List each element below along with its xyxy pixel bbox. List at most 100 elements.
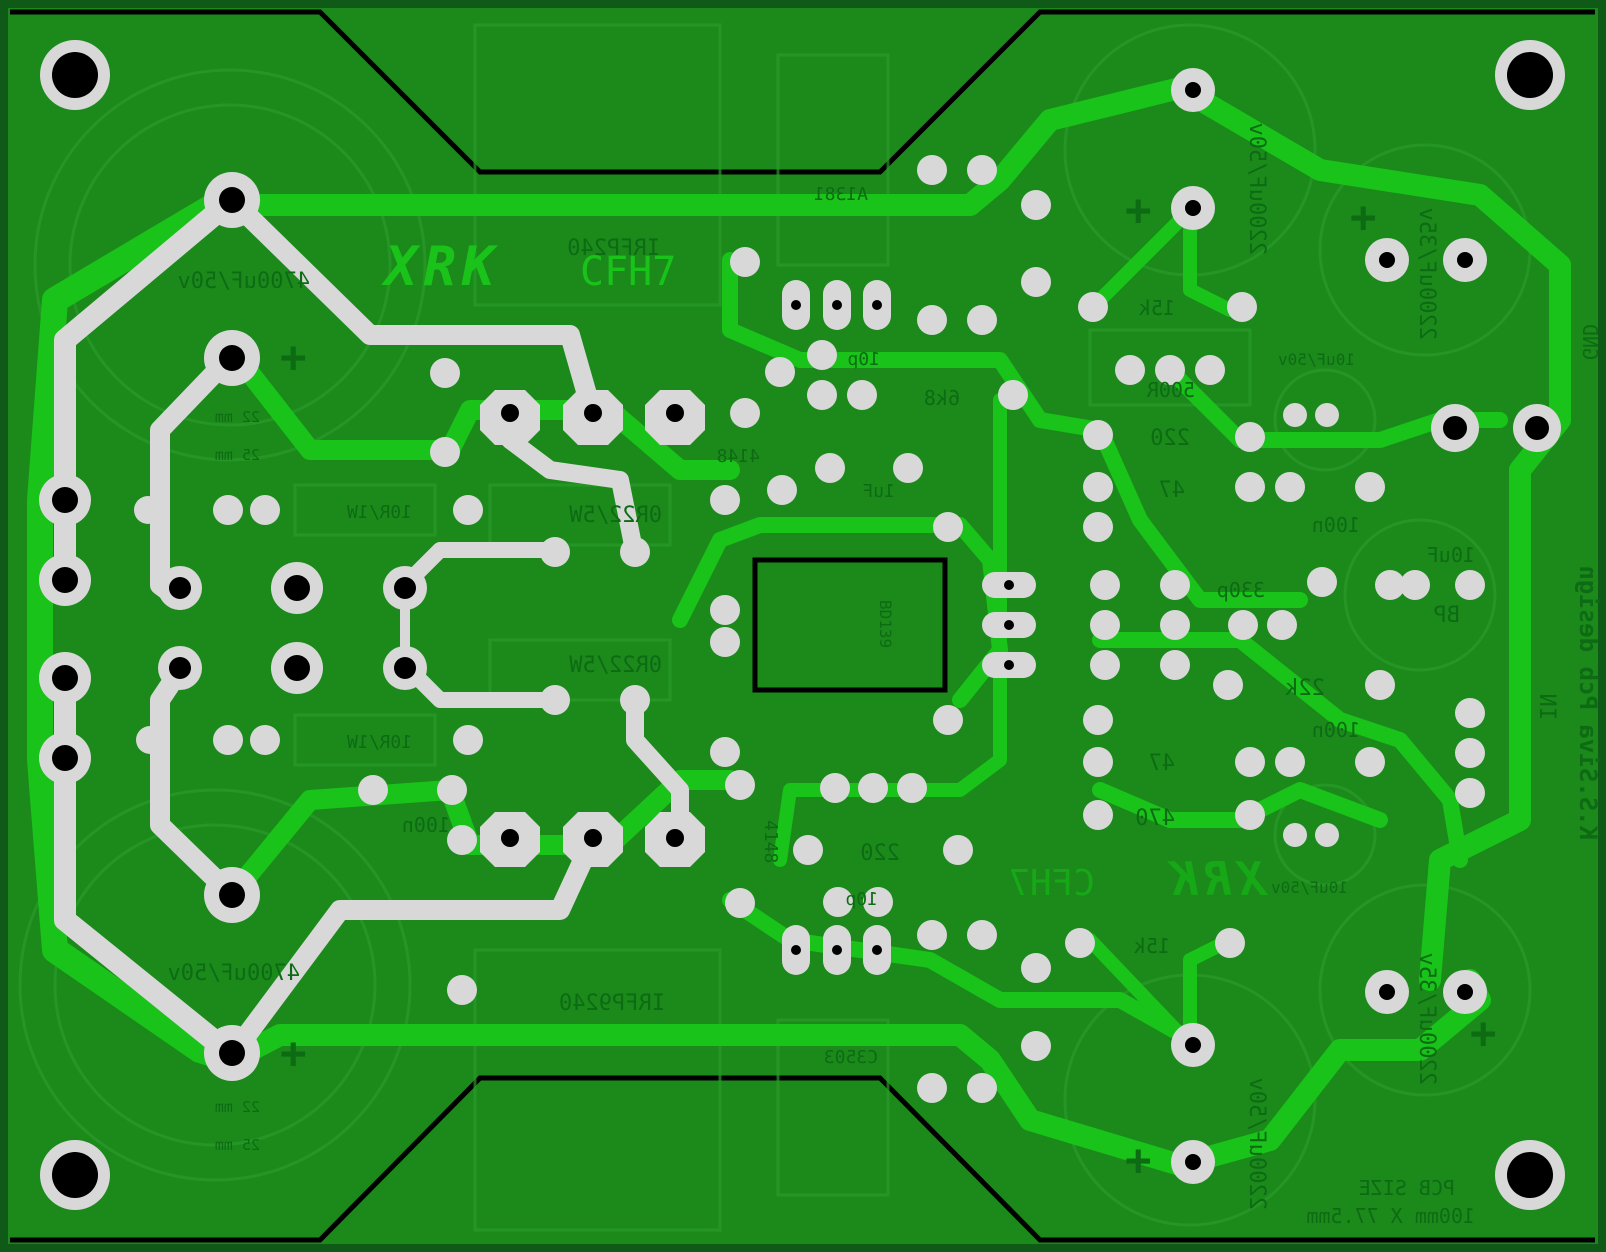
pad-s[interactable] — [730, 247, 760, 277]
pad-s[interactable] — [358, 775, 388, 805]
pad-s[interactable] — [1155, 355, 1185, 385]
pad-s[interactable] — [1228, 610, 1258, 640]
pad-s[interactable] — [998, 380, 1028, 410]
pad-s[interactable] — [767, 475, 797, 505]
pad-s[interactable] — [710, 485, 740, 515]
pad-s[interactable] — [1455, 570, 1485, 600]
pad-s[interactable] — [815, 453, 845, 483]
pad-s[interactable] — [967, 1073, 997, 1103]
pad-s[interactable] — [1235, 472, 1265, 502]
pad-s[interactable] — [1021, 190, 1051, 220]
pad-s[interactable] — [540, 685, 570, 715]
pad-s[interactable] — [1400, 570, 1430, 600]
pad-s[interactable] — [1195, 355, 1225, 385]
pad-s[interactable] — [710, 627, 740, 657]
pad-s[interactable] — [710, 737, 740, 767]
pad-s[interactable] — [453, 725, 483, 755]
pad-s[interactable] — [1160, 650, 1190, 680]
pad-s[interactable] — [430, 437, 460, 467]
pad-s[interactable] — [1213, 670, 1243, 700]
pad-s[interactable] — [917, 920, 947, 950]
pad-s[interactable] — [858, 773, 888, 803]
pad-s[interactable] — [1283, 403, 1307, 427]
pad-s[interactable] — [725, 888, 755, 918]
pad-s[interactable] — [917, 305, 947, 335]
pad-s[interactable] — [620, 685, 650, 715]
pad-s[interactable] — [447, 975, 477, 1005]
pad-s[interactable] — [1275, 747, 1305, 777]
mount-hole-tr[interactable] — [1507, 52, 1553, 98]
pad-s[interactable] — [1160, 610, 1190, 640]
pad-s[interactable] — [1078, 292, 1108, 322]
pad-s[interactable] — [213, 495, 243, 525]
pad-s[interactable] — [807, 340, 837, 370]
pad-s[interactable] — [897, 773, 927, 803]
pad-s[interactable] — [1355, 747, 1385, 777]
pad-s[interactable] — [1267, 610, 1297, 640]
pad-s[interactable] — [967, 920, 997, 950]
pad-s[interactable] — [136, 726, 164, 754]
pad-s[interactable] — [1275, 472, 1305, 502]
pad-s[interactable] — [540, 537, 570, 567]
pad-s[interactable] — [807, 380, 837, 410]
pad-s[interactable] — [943, 835, 973, 865]
mount-hole-br[interactable] — [1507, 1152, 1553, 1198]
pad-s[interactable] — [134, 496, 162, 524]
pad-s[interactable] — [1365, 670, 1395, 700]
pad-s[interactable] — [1227, 292, 1257, 322]
pad-s[interactable] — [447, 825, 477, 855]
pad-s[interactable] — [730, 398, 760, 428]
pad-s[interactable] — [1235, 747, 1265, 777]
pad-s[interactable] — [1083, 705, 1113, 735]
pad-s[interactable] — [1283, 823, 1307, 847]
pad-s[interactable] — [430, 358, 460, 388]
pad-s[interactable] — [437, 775, 467, 805]
pad-s[interactable] — [863, 887, 893, 917]
pad-s[interactable] — [1090, 610, 1120, 640]
pad-s[interactable] — [1021, 1031, 1051, 1061]
pad-s[interactable] — [967, 155, 997, 185]
mount-hole-bl[interactable] — [52, 1152, 98, 1198]
pad-s[interactable] — [765, 357, 795, 387]
pad-s[interactable] — [1160, 570, 1190, 600]
pad-s[interactable] — [250, 495, 280, 525]
pad-s[interactable] — [710, 595, 740, 625]
pad-s[interactable] — [917, 155, 947, 185]
pad-s[interactable] — [1090, 650, 1120, 680]
pad-s[interactable] — [1315, 403, 1339, 427]
pad-s[interactable] — [1021, 267, 1051, 297]
pad-s[interactable] — [1083, 512, 1113, 542]
pad-s[interactable] — [725, 770, 755, 800]
pad-s[interactable] — [917, 1073, 947, 1103]
pad-s[interactable] — [1235, 800, 1265, 830]
pad-s[interactable] — [847, 380, 877, 410]
pad-s[interactable] — [1455, 738, 1485, 768]
pad-s[interactable] — [1083, 800, 1113, 830]
pad-s[interactable] — [1355, 472, 1385, 502]
pad-s[interactable] — [1315, 823, 1339, 847]
pad-s[interactable] — [1455, 778, 1485, 808]
pad-s[interactable] — [967, 305, 997, 335]
pad-s[interactable] — [1021, 953, 1051, 983]
pad-s[interactable] — [793, 835, 823, 865]
pad-s[interactable] — [1083, 420, 1113, 450]
pad-s[interactable] — [820, 773, 850, 803]
pad-s[interactable] — [933, 512, 963, 542]
pad-s[interactable] — [1215, 928, 1245, 958]
pad-s[interactable] — [1065, 928, 1095, 958]
pad-s[interactable] — [620, 537, 650, 567]
pad-s[interactable] — [1455, 698, 1485, 728]
pad-s[interactable] — [1090, 570, 1120, 600]
pad-s[interactable] — [893, 453, 923, 483]
pad-s[interactable] — [1083, 472, 1113, 502]
pad-s[interactable] — [213, 725, 243, 755]
pad-s[interactable] — [1235, 422, 1265, 452]
pad-s[interactable] — [1375, 570, 1405, 600]
mount-hole-tl[interactable] — [52, 52, 98, 98]
pad-s[interactable] — [1083, 747, 1113, 777]
pad-s[interactable] — [1307, 567, 1337, 597]
pad-s[interactable] — [250, 725, 280, 755]
pad-s[interactable] — [1115, 355, 1145, 385]
pad-s[interactable] — [823, 887, 853, 917]
pad-s[interactable] — [453, 495, 483, 525]
